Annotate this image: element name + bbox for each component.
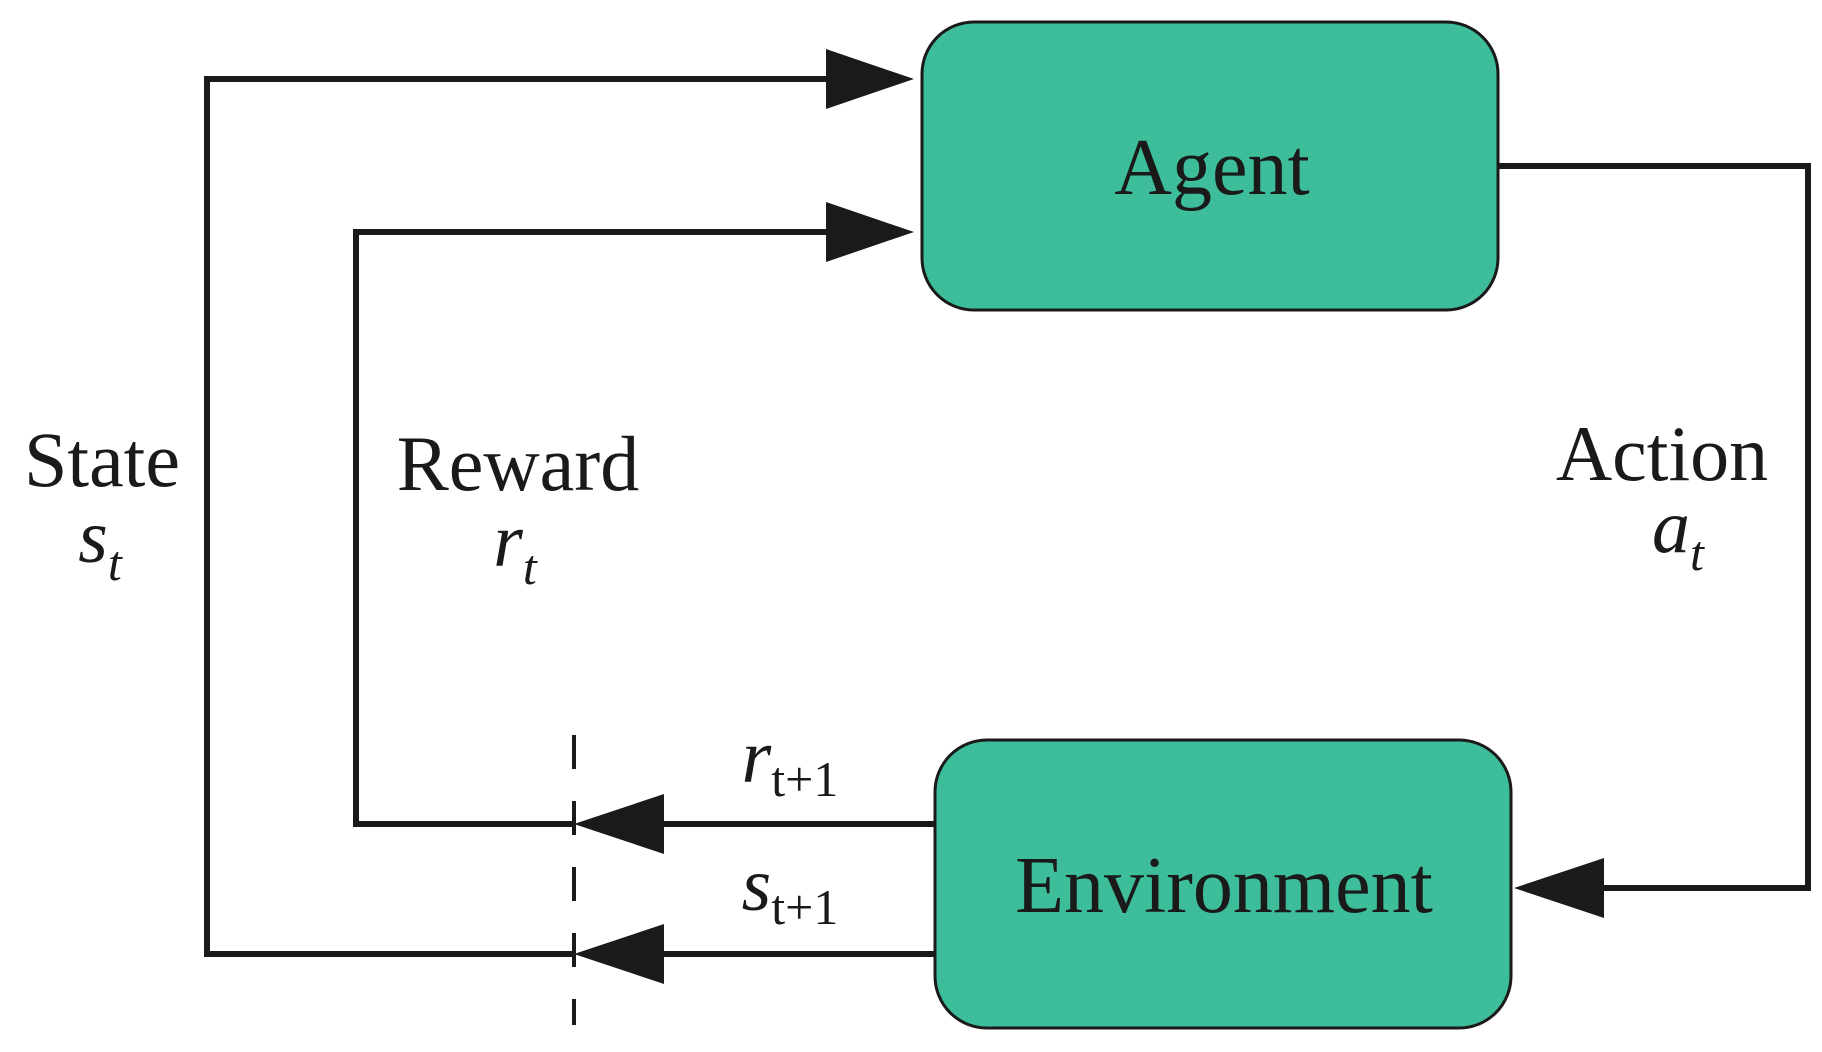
- action-arrowhead: [1514, 858, 1604, 918]
- state-feedback-connector: [204, 76, 830, 957]
- next-reward-symbol: rt+1: [742, 715, 839, 807]
- agent-title: Agent: [1114, 124, 1310, 212]
- next-state-symbol: st+1: [742, 843, 839, 935]
- environment-box: [933, 738, 1513, 1030]
- environment-title: Environment: [1015, 842, 1433, 930]
- next-state-arrowhead: [574, 924, 664, 984]
- reward-symbol: rt: [493, 499, 538, 595]
- state-arrowhead: [826, 49, 914, 109]
- next-reward-arrowhead: [574, 794, 664, 854]
- reward-arrowhead: [826, 202, 914, 262]
- state-label: State: [24, 416, 180, 503]
- reward-label: Reward: [397, 420, 640, 507]
- action-label: Action: [1556, 410, 1768, 497]
- action-symbol: at: [1652, 485, 1705, 581]
- state-symbol: st: [78, 495, 123, 591]
- reward-feedback-connector: [353, 229, 830, 827]
- action-connector: [1498, 163, 1811, 891]
